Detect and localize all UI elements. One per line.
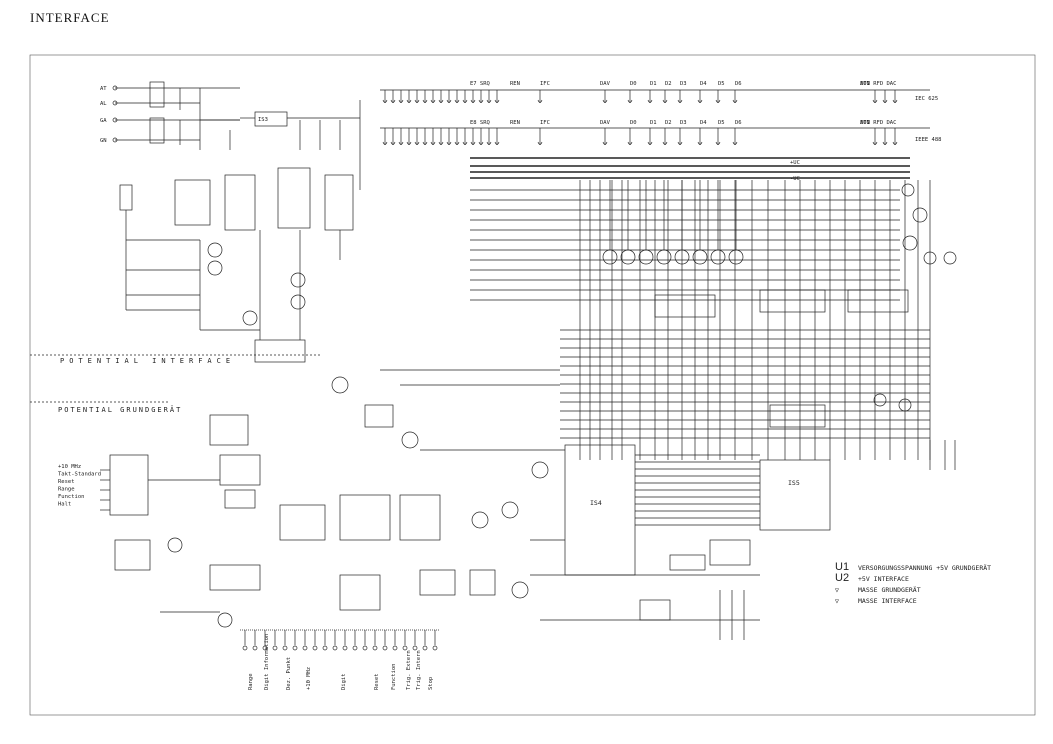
bus-label: D2 <box>665 120 672 126</box>
ic-cd4029 <box>224 174 256 231</box>
bus-label: EOI <box>860 120 870 126</box>
legend-symbol: ▽ <box>835 597 839 605</box>
legend-symbol: U2 <box>835 572 849 584</box>
legend-symbol: ▽ <box>835 586 839 594</box>
bus-label: D5 <box>718 120 725 126</box>
bottom-label: Trig. Extern <box>406 650 412 690</box>
bus-label: E8 SRQ <box>470 120 490 126</box>
terminal-gn: GN <box>100 138 107 144</box>
bottom-label: Reset <box>374 673 380 690</box>
left-logic-section <box>100 376 549 631</box>
bus-label-iec: IEC 625 <box>915 96 938 102</box>
legend: U1 VERSORGUNGSSPANNUNG +5V GRUNDGERÄT U2 +5… <box>835 561 991 605</box>
legend-text: VERSORGUNGSSPANNUNG +5V GRUNDGERÄT <box>858 563 991 572</box>
bus-label: D5 <box>718 81 725 87</box>
rail-plus: +UC <box>790 160 800 166</box>
input-label: Takt-Standard <box>58 472 101 478</box>
bottom-label: Stop <box>428 677 434 690</box>
legend-text: MASSE GRUNDGERÄT <box>858 585 921 594</box>
input-label: Halt <box>58 502 71 508</box>
input-label: Function <box>58 494 85 500</box>
input-label: +10 MHz <box>58 464 81 470</box>
bus-label: D6 <box>735 120 742 126</box>
bus-label: IFC <box>540 81 550 87</box>
bus-label: D0 <box>630 81 637 87</box>
bus-label: D0 <box>630 120 637 126</box>
page-title: INTERFACE <box>30 10 110 25</box>
bus-label: D4 <box>700 81 707 87</box>
terminal-at: AT <box>100 86 107 92</box>
legend-text: +5V INTERFACE <box>858 575 909 583</box>
legend-text: MASSE INTERFACE <box>858 597 917 605</box>
bus-label: E7 SRQ <box>470 81 490 87</box>
bus-label: D3 <box>680 120 687 126</box>
bus-label: DAV <box>600 81 611 87</box>
vertical-bus-lines <box>579 180 931 460</box>
power-transistor-section <box>119 167 354 363</box>
bottom-label: Range <box>248 673 254 690</box>
terminal-al: AL <box>100 101 107 107</box>
bus-label: D4 <box>700 120 707 126</box>
bus-label: D6 <box>735 81 742 87</box>
bus-label: DAV <box>600 120 611 126</box>
bottom-label: Digit Information <box>264 634 270 690</box>
bus-label: ATN RFD DAC <box>860 120 896 126</box>
bus-label: D1 <box>650 120 657 126</box>
frame <box>29 54 1036 716</box>
transistor-row <box>602 180 744 265</box>
input-label: Reset <box>58 479 75 485</box>
power-input-section: AT AL GA GN IS3 <box>100 81 361 190</box>
svg-text:IS3: IS3 <box>258 117 268 123</box>
bus-label: REN <box>510 81 520 87</box>
bus-label: D3 <box>680 81 687 87</box>
bus-label: EOI <box>860 81 870 87</box>
bus-label: REN <box>510 120 520 126</box>
section-potential-interface: POTENTIAL INTERFACE <box>60 357 235 365</box>
bottom-label: Function <box>391 664 397 691</box>
bus-label-ieee: IEEE 488 <box>915 137 942 143</box>
bus-label: D1 <box>650 81 657 87</box>
svg-text:IS5: IS5 <box>788 479 800 487</box>
input-label: Range <box>58 487 75 493</box>
section-potential-grundgeraet: POTENTIAL GRUNDGERÄT <box>58 405 182 414</box>
bottom-label: Dez. Punkt <box>286 657 292 690</box>
horizontal-wiring <box>380 189 930 621</box>
terminal-ga: GA <box>100 118 107 124</box>
bottom-label: +10 MHz <box>306 667 312 690</box>
bottom-label: Digit <box>341 673 347 690</box>
rail-minus: -UC <box>790 176 800 182</box>
bus-label: D2 <box>665 81 672 87</box>
bus-label: IFC <box>540 120 550 126</box>
regulator-is3 <box>254 111 288 127</box>
svg-text:IS4: IS4 <box>590 499 602 507</box>
bus-label: ATN RFD DAC <box>860 81 896 87</box>
bottom-label: Trig. Intern <box>416 650 422 690</box>
legend-symbol: U1 <box>835 561 849 573</box>
